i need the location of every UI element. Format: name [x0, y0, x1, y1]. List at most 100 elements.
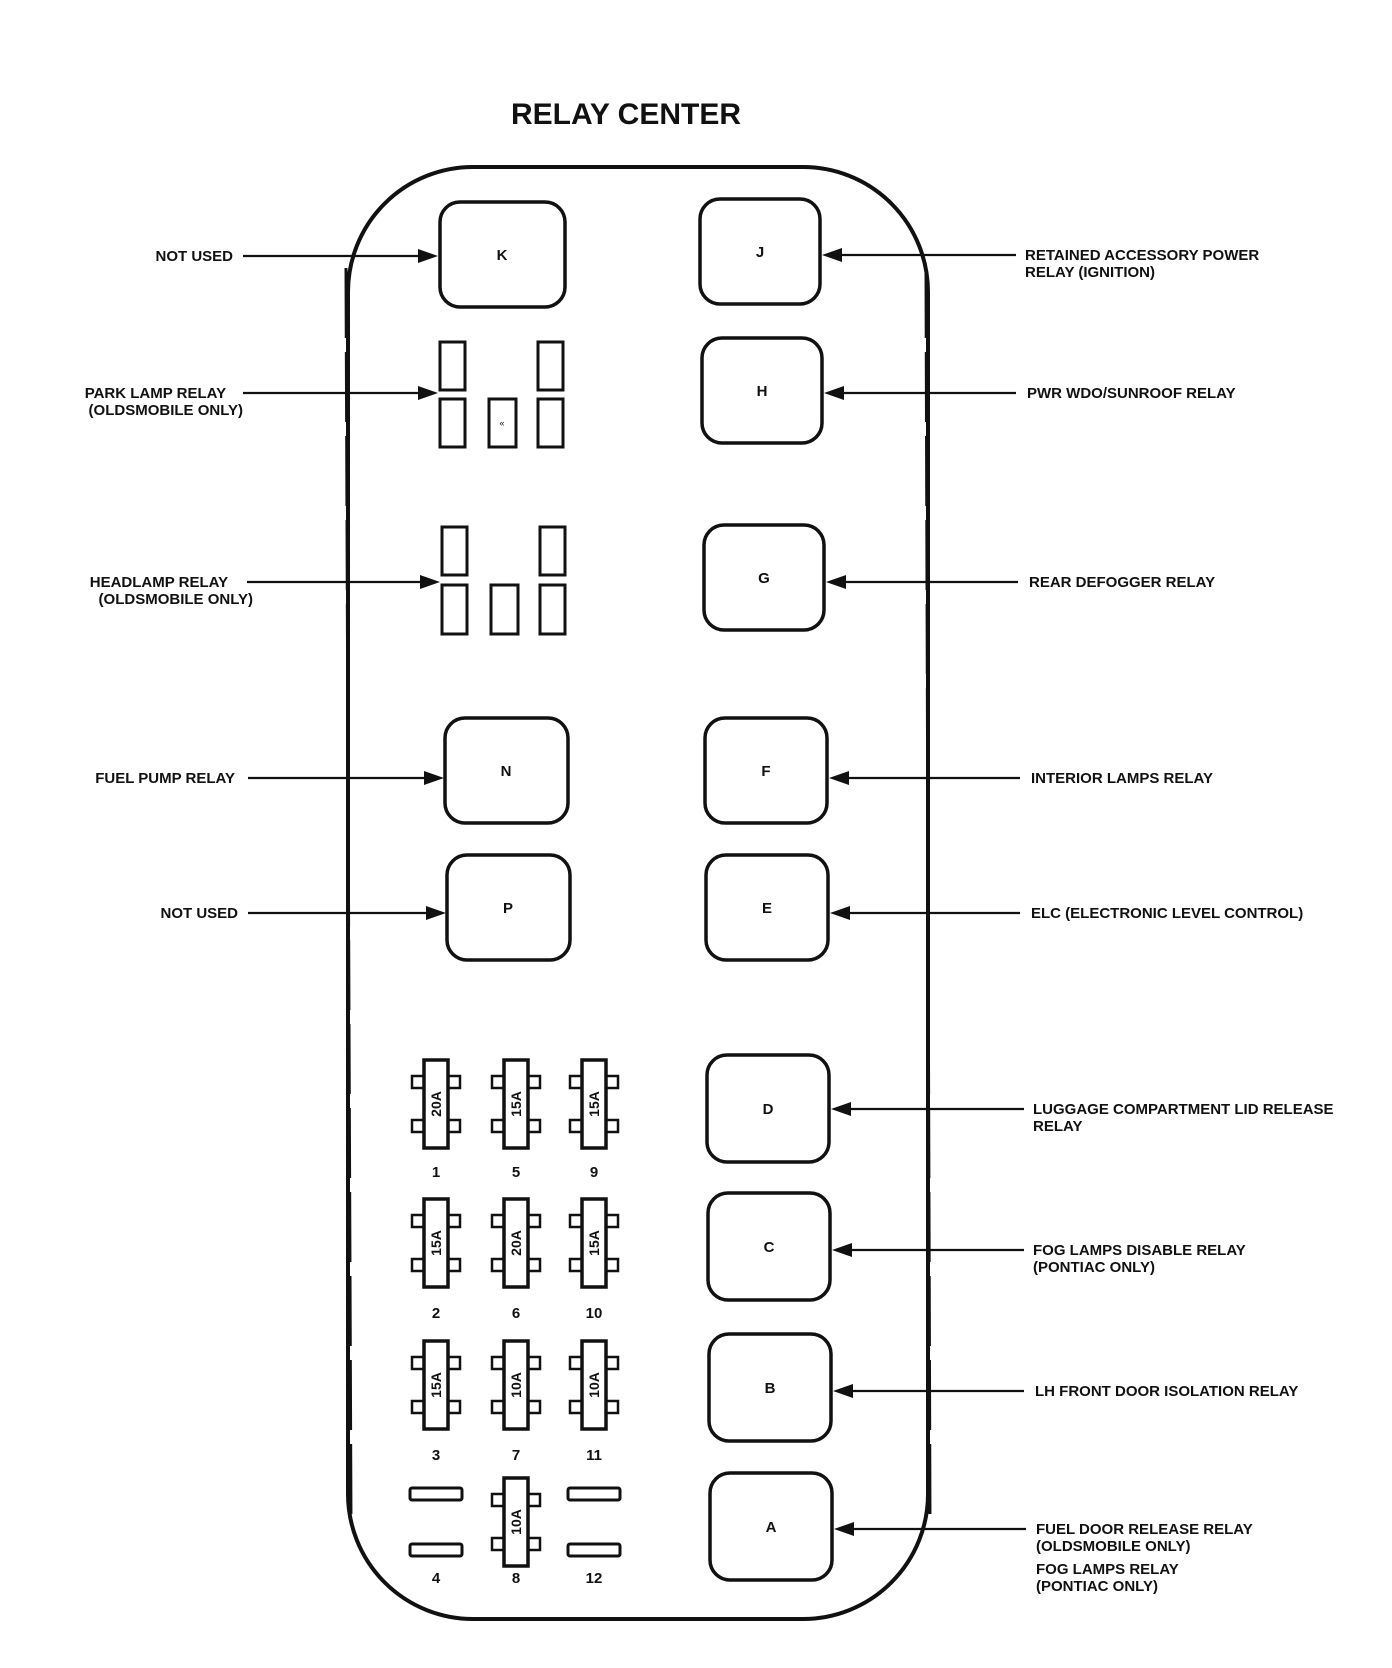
- label-relay-c: FOG LAMPS DISABLE RELAY (PONTIAC ONLY): [1033, 1242, 1250, 1276]
- label-line: (OLDSMOBILE ONLY): [99, 591, 253, 608]
- fuse-tab: [490, 1118, 506, 1134]
- fuse-body: [502, 1197, 530, 1289]
- socket-pin: [536, 340, 565, 392]
- fuse-tab: [490, 1355, 506, 1371]
- label-line: (OLDSMOBILE ONLY): [89, 402, 243, 419]
- fuse-tab: [526, 1074, 542, 1090]
- label-relay-d: LUGGAGE COMPARTMENT LID RELEASE RELAY: [1033, 1101, 1338, 1135]
- socket-pin: [438, 397, 467, 449]
- label-line: RETAINED ACCESSORY POWER: [1025, 247, 1259, 264]
- socket-pin: [536, 397, 565, 449]
- socket-pin: [538, 583, 567, 636]
- fuse-number: 7: [512, 1447, 520, 1464]
- fuse-tab: [604, 1074, 620, 1090]
- label-relay-e: ELC (ELECTRONIC LEVEL CONTROL): [1031, 905, 1303, 922]
- label-line: NOT USED: [155, 248, 233, 265]
- label-line: FUEL PUMP RELAY: [95, 770, 235, 787]
- housing-inner-line-left: [344, 267, 353, 1529]
- fuse-tab: [410, 1118, 426, 1134]
- relay-k: K: [438, 200, 567, 309]
- fuse-tab: [490, 1399, 506, 1415]
- fuse-number: 8: [512, 1570, 520, 1587]
- label-park-lamp-relay: PARK LAMP RELAY (OLDSMOBILE ONLY): [85, 385, 243, 419]
- fuse-tab: [446, 1355, 462, 1371]
- relay-c-body: [706, 1191, 832, 1302]
- fuse-tab: [604, 1399, 620, 1415]
- fuse-rating: 15A: [508, 1091, 524, 1117]
- fuse-rating: 10A: [508, 1509, 524, 1535]
- fuse-4: 4: [408, 1486, 464, 1587]
- relay-d-letter: D: [763, 1101, 774, 1118]
- fuse-tab: [410, 1213, 426, 1229]
- fuse-rating: 20A: [508, 1230, 524, 1256]
- relay-p: P: [445, 853, 572, 962]
- label-line: ELC (ELECTRONIC LEVEL CONTROL): [1031, 905, 1303, 922]
- fuse-number: 10: [586, 1305, 603, 1322]
- relay-e-body: [704, 853, 830, 962]
- label-line: (PONTIAC ONLY): [1033, 1259, 1155, 1276]
- socket-pin: [440, 583, 469, 636]
- relay-j-letter: J: [756, 244, 764, 261]
- fuse-tab: [568, 1118, 584, 1134]
- relay-n-body: [443, 716, 570, 825]
- fuse-tab: [410, 1257, 426, 1273]
- fuse-body: [502, 1476, 530, 1568]
- fuse-tab: [410, 1399, 426, 1415]
- relay-n-letter: N: [501, 763, 512, 780]
- fuse-tab: [526, 1492, 542, 1508]
- fuse-number: 12: [586, 1570, 603, 1587]
- label-line: (OLDSMOBILE ONLY): [1036, 1538, 1190, 1555]
- relay-p-letter: P: [503, 900, 513, 917]
- fuse-tab: [568, 1074, 584, 1090]
- label-headlamp-relay: HEADLAMP RELAY (OLDSMOBILE ONLY): [90, 574, 253, 608]
- socket-pin: [538, 525, 567, 577]
- label-line: (PONTIAC ONLY): [1036, 1578, 1158, 1595]
- relay-b-body: [707, 1332, 833, 1443]
- fuse-tab: [410, 1074, 426, 1090]
- fuse-number: 3: [432, 1447, 440, 1464]
- fuse-body: [422, 1197, 450, 1289]
- empty-fuse-clip: [566, 1486, 622, 1502]
- fuse-tab: [410, 1355, 426, 1371]
- socket-pin: [489, 583, 520, 636]
- label-line: PARK LAMP RELAY: [85, 385, 226, 402]
- fuse-tab: [490, 1536, 506, 1552]
- relay-c: C: [706, 1191, 832, 1302]
- label-line: NOT USED: [160, 905, 238, 922]
- fuse-number: 1: [432, 1164, 440, 1181]
- relay-g-body: [702, 523, 826, 632]
- park-lamp-relay-socket: «: [438, 340, 565, 449]
- fuse-number: 4: [432, 1570, 441, 1587]
- fuse-tab: [568, 1257, 584, 1273]
- relay-g: G: [702, 523, 826, 632]
- label-line: INTERIOR LAMPS RELAY: [1031, 770, 1213, 787]
- relay-h: H: [700, 336, 824, 445]
- relay-e: E: [704, 853, 830, 962]
- label-line: REAR DEFOGGER RELAY: [1029, 574, 1215, 591]
- leader-lines: [243, 248, 1026, 1536]
- socket-pin: [440, 525, 469, 577]
- fuse-tab: [446, 1118, 462, 1134]
- empty-fuse-clip: [408, 1542, 464, 1558]
- socket-mark: «: [499, 418, 504, 428]
- relay-a-letter: A: [766, 1519, 777, 1536]
- label-relay-j: RETAINED ACCESSORY POWER RELAY (IGNITION…: [1025, 247, 1263, 281]
- fuse-body: [422, 1339, 450, 1431]
- relay-h-letter: H: [757, 383, 768, 400]
- fuse-block: 20A115A215A3415A520A610A710A815A915A1010…: [408, 1058, 622, 1587]
- fuse-body: [580, 1058, 608, 1150]
- relay-n: N: [443, 716, 570, 825]
- label-relay-b: LH FRONT DOOR ISOLATION RELAY: [1035, 1383, 1298, 1400]
- fuse-tab: [490, 1492, 506, 1508]
- label-relay-p: NOT USED: [160, 905, 238, 922]
- socket-pin: [438, 340, 467, 392]
- relay-f: F: [703, 716, 829, 825]
- fuse-tab: [446, 1399, 462, 1415]
- label-relay-g: REAR DEFOGGER RELAY: [1029, 574, 1215, 591]
- empty-fuse-clip: [566, 1542, 622, 1558]
- headlamp-relay-socket: [440, 525, 567, 636]
- label-relay-k: NOT USED: [155, 248, 233, 265]
